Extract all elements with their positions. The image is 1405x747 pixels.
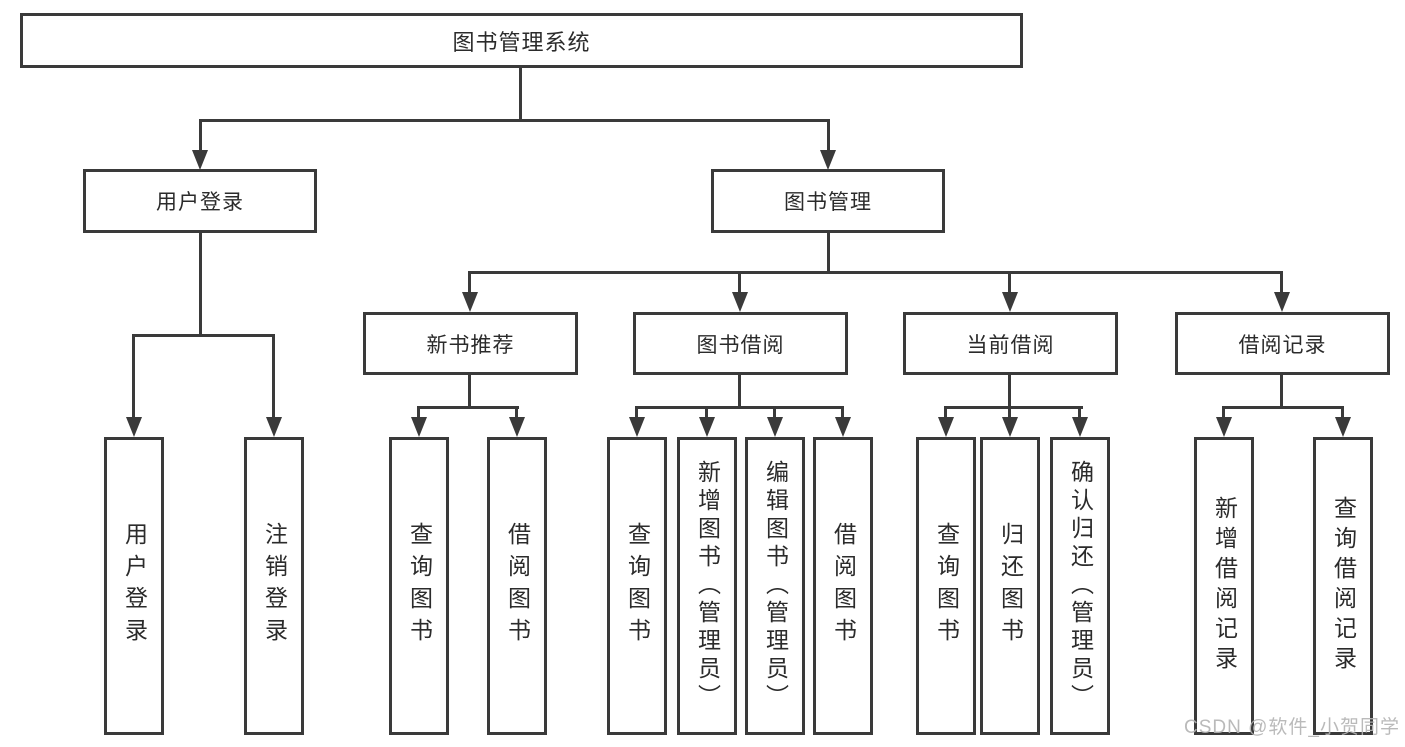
connector-drop <box>1008 271 1011 294</box>
node-current-borrowing-label: 当前借阅 <box>966 333 1055 357</box>
node-new-book-recommend-label: 新书推荐 <box>426 333 515 357</box>
node-root-label: 图书管理系统 <box>452 29 591 55</box>
connector-drop <box>705 406 708 419</box>
connector-root-rail <box>199 119 830 122</box>
connector-drop <box>1078 406 1081 419</box>
node-new-book-recommend: 新书推荐 <box>363 312 578 375</box>
connector-current-stem <box>1008 375 1011 408</box>
connector-newbook-stem <box>468 375 471 408</box>
arrow-down-icon <box>1274 292 1290 312</box>
connector-drop <box>272 334 275 419</box>
connector-drop <box>635 406 638 419</box>
arrow-down-icon <box>1335 417 1351 437</box>
arrow-down-icon <box>767 417 783 437</box>
node-book-borrowing: 图书借阅 <box>633 312 848 375</box>
connector-drop <box>841 406 844 419</box>
leaf-current-query-books: 查询图书 <box>916 437 976 735</box>
node-user-login-label: 用户登录 <box>156 191 244 214</box>
connector-drop <box>199 119 202 152</box>
leaf-borrow-edit-books-admin: 编辑图书（管理员） <box>745 437 805 735</box>
connector-borrow-rail <box>635 406 844 409</box>
arrow-down-icon <box>266 417 282 437</box>
arrow-down-icon <box>509 417 525 437</box>
arrow-down-icon <box>629 417 645 437</box>
connector-drop <box>515 406 518 419</box>
leaf-current-confirm-return-admin: 确认归还（管理员） <box>1050 437 1110 735</box>
leaf-newbook-query-books: 查询图书 <box>389 437 449 735</box>
node-current-borrowing: 当前借阅 <box>903 312 1118 375</box>
node-book-management-label: 图书管理 <box>784 191 872 214</box>
arrow-down-icon <box>1072 417 1088 437</box>
arrow-down-icon <box>462 292 478 312</box>
connector-drop <box>738 271 741 294</box>
arrow-down-icon <box>126 417 142 437</box>
node-root: 图书管理系统 <box>20 13 1023 68</box>
node-user-login: 用户登录 <box>83 169 317 233</box>
connector-drop <box>1222 406 1225 419</box>
connector-drop <box>417 406 420 419</box>
arrow-down-icon <box>411 417 427 437</box>
leaf-current-return-books: 归还图书 <box>980 437 1040 735</box>
leaf-records-add-record: 新增借阅记录 <box>1194 437 1254 735</box>
connector-records-rail <box>1222 406 1344 409</box>
node-borrowing-records-label: 借阅记录 <box>1238 333 1327 357</box>
node-book-management: 图书管理 <box>711 169 945 233</box>
connector-borrow-stem <box>738 375 741 408</box>
arrow-down-icon <box>1002 417 1018 437</box>
connector-mgmt-stem <box>827 233 830 274</box>
arrow-down-icon <box>192 150 208 170</box>
node-borrowing-records: 借阅记录 <box>1175 312 1390 375</box>
arrow-down-icon <box>699 417 715 437</box>
connector-drop <box>468 271 471 294</box>
connector-mgmt-rail <box>468 271 1283 274</box>
arrow-down-icon <box>835 417 851 437</box>
arrow-down-icon <box>732 292 748 312</box>
watermark: CSDN @软件_小贺同学 <box>1184 717 1400 738</box>
node-book-borrowing-label: 图书借阅 <box>696 333 785 357</box>
connector-login-stem <box>199 233 202 336</box>
connector-drop <box>1341 406 1344 419</box>
connector-drop <box>944 406 947 419</box>
connector-login-rail <box>132 334 275 337</box>
connector-drop <box>1008 406 1011 419</box>
connector-drop <box>132 334 135 419</box>
leaf-newbook-borrow-books: 借阅图书 <box>487 437 547 735</box>
leaf-logout: 注销登录 <box>244 437 304 735</box>
leaf-borrow-query-books: 查询图书 <box>607 437 667 735</box>
leaf-borrow-borrow-books: 借阅图书 <box>813 437 873 735</box>
arrow-down-icon <box>1002 292 1018 312</box>
leaf-records-query-record: 查询借阅记录 <box>1313 437 1373 735</box>
connector-current-rail <box>944 406 1083 409</box>
arrow-down-icon <box>938 417 954 437</box>
leaf-borrow-add-books-admin: 新增图书（管理员） <box>677 437 737 735</box>
connector-drop <box>1280 271 1283 294</box>
arrow-down-icon <box>820 150 836 170</box>
arrow-down-icon <box>1216 417 1232 437</box>
connector-root-stem <box>519 68 522 121</box>
connector-drop <box>827 119 830 152</box>
connector-newbook-rail <box>417 406 519 409</box>
connector-drop <box>773 406 776 419</box>
connector-records-stem <box>1280 375 1283 408</box>
leaf-user-login: 用户登录 <box>104 437 164 735</box>
